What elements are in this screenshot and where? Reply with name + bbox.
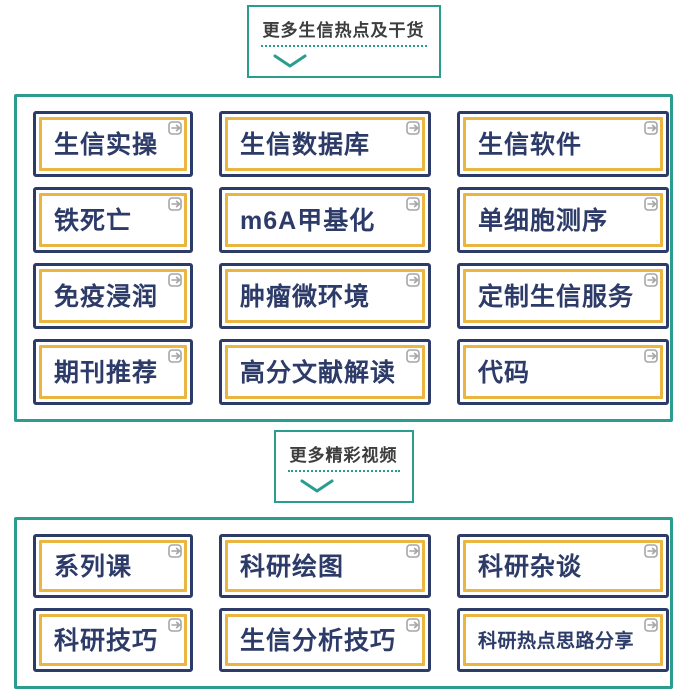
- category-button-inner: 高分文献解读: [225, 345, 426, 399]
- category-button-inner: 单细胞测序: [463, 193, 664, 247]
- section-1-header-wrap: 更多生信热点及干货: [0, 0, 687, 78]
- enter-arrow-icon: [406, 618, 420, 632]
- category-button-label: 生信数据库: [240, 130, 371, 159]
- category-button-label: 定制生信服务: [478, 282, 635, 311]
- category-button-label: 期刊推荐: [54, 358, 159, 387]
- category-button[interactable]: 生信数据库: [219, 111, 432, 177]
- section-2-header: 更多精彩视频: [273, 430, 414, 503]
- category-button[interactable]: m6A甲基化: [219, 187, 432, 253]
- enter-arrow-icon: [406, 273, 420, 287]
- category-button-label: 生信分析技巧: [240, 626, 397, 655]
- category-button-label: 代码: [478, 358, 531, 387]
- category-button-inner: 肿瘤微环境: [225, 269, 426, 323]
- category-button-label: 单细胞测序: [478, 206, 609, 235]
- category-button[interactable]: 定制生信服务: [457, 263, 670, 329]
- enter-arrow-icon: [644, 618, 658, 632]
- category-button[interactable]: 科研杂谈: [457, 534, 670, 598]
- category-button-inner: 科研技巧: [39, 614, 188, 666]
- chevron-down-icon: [300, 479, 333, 493]
- section-2-title: 更多精彩视频: [287, 441, 400, 472]
- section-2-header-wrap: 更多精彩视频: [0, 422, 687, 503]
- category-button[interactable]: 生信分析技巧: [219, 608, 432, 672]
- enter-arrow-icon: [406, 121, 420, 135]
- enter-arrow-icon: [644, 121, 658, 135]
- category-button-inner: 科研杂谈: [463, 540, 664, 592]
- category-button-inner: 科研热点思路分享: [463, 614, 664, 666]
- section-1-panel: 生信实操 生信数据库 生信软件 铁死亡 m6A甲基化 单细胞测序 免疫浸润: [14, 94, 673, 422]
- category-button[interactable]: 免疫浸润: [33, 263, 194, 329]
- category-button-inner: 期刊推荐: [39, 345, 188, 399]
- category-button[interactable]: 生信实操: [33, 111, 194, 177]
- enter-arrow-icon: [644, 544, 658, 558]
- enter-arrow-icon: [406, 349, 420, 363]
- category-button-inner: 生信分析技巧: [225, 614, 426, 666]
- section-1-header: 更多生信热点及干货: [246, 5, 441, 78]
- enter-arrow-icon: [168, 197, 182, 211]
- category-button-label: 科研绘图: [240, 552, 345, 581]
- category-button-inner: 定制生信服务: [463, 269, 664, 323]
- category-button[interactable]: 铁死亡: [33, 187, 194, 253]
- category-button-label: m6A甲基化: [240, 206, 376, 235]
- category-button-label: 科研杂谈: [478, 552, 583, 581]
- enter-arrow-icon: [406, 544, 420, 558]
- category-button-inner: 生信数据库: [225, 117, 426, 171]
- category-button-label: 高分文献解读: [240, 358, 397, 387]
- enter-arrow-icon: [406, 197, 420, 211]
- category-button-inner: 科研绘图: [225, 540, 426, 592]
- category-button[interactable]: 期刊推荐: [33, 339, 194, 405]
- category-button-label: 铁死亡: [54, 206, 133, 235]
- category-button-inner: 铁死亡: [39, 193, 188, 247]
- category-button[interactable]: 肿瘤微环境: [219, 263, 432, 329]
- category-button-label: 系列课: [54, 552, 133, 581]
- category-button[interactable]: 系列课: [33, 534, 194, 598]
- section-1-title: 更多生信热点及干货: [260, 16, 427, 47]
- category-button[interactable]: 单细胞测序: [457, 187, 670, 253]
- enter-arrow-icon: [644, 197, 658, 211]
- category-button[interactable]: 科研热点思路分享: [457, 608, 670, 672]
- category-button[interactable]: 代码: [457, 339, 670, 405]
- chevron-down-icon: [273, 54, 306, 68]
- category-button-inner: m6A甲基化: [225, 193, 426, 247]
- enter-arrow-icon: [644, 349, 658, 363]
- category-button[interactable]: 生信软件: [457, 111, 670, 177]
- enter-arrow-icon: [168, 121, 182, 135]
- category-button-label: 科研技巧: [54, 626, 159, 655]
- category-button[interactable]: 高分文献解读: [219, 339, 432, 405]
- enter-arrow-icon: [644, 273, 658, 287]
- category-button-label: 生信实操: [54, 130, 159, 159]
- category-button-inner: 代码: [463, 345, 664, 399]
- category-button-inner: 生信实操: [39, 117, 188, 171]
- category-button-label: 生信软件: [478, 130, 583, 159]
- enter-arrow-icon: [168, 618, 182, 632]
- category-button-inner: 免疫浸润: [39, 269, 188, 323]
- enter-arrow-icon: [168, 349, 182, 363]
- category-button-label: 免疫浸润: [54, 282, 159, 311]
- category-button[interactable]: 科研绘图: [219, 534, 432, 598]
- enter-arrow-icon: [168, 544, 182, 558]
- enter-arrow-icon: [168, 273, 182, 287]
- category-button-label: 科研热点思路分享: [478, 630, 635, 652]
- category-button[interactable]: 科研技巧: [33, 608, 194, 672]
- section-2-panel: 系列课 科研绘图 科研杂谈 科研技巧 生信分析技巧 科研热点思路分享: [14, 517, 673, 689]
- category-button-inner: 生信软件: [463, 117, 664, 171]
- category-button-label: 肿瘤微环境: [240, 282, 371, 311]
- category-button-inner: 系列课: [39, 540, 188, 592]
